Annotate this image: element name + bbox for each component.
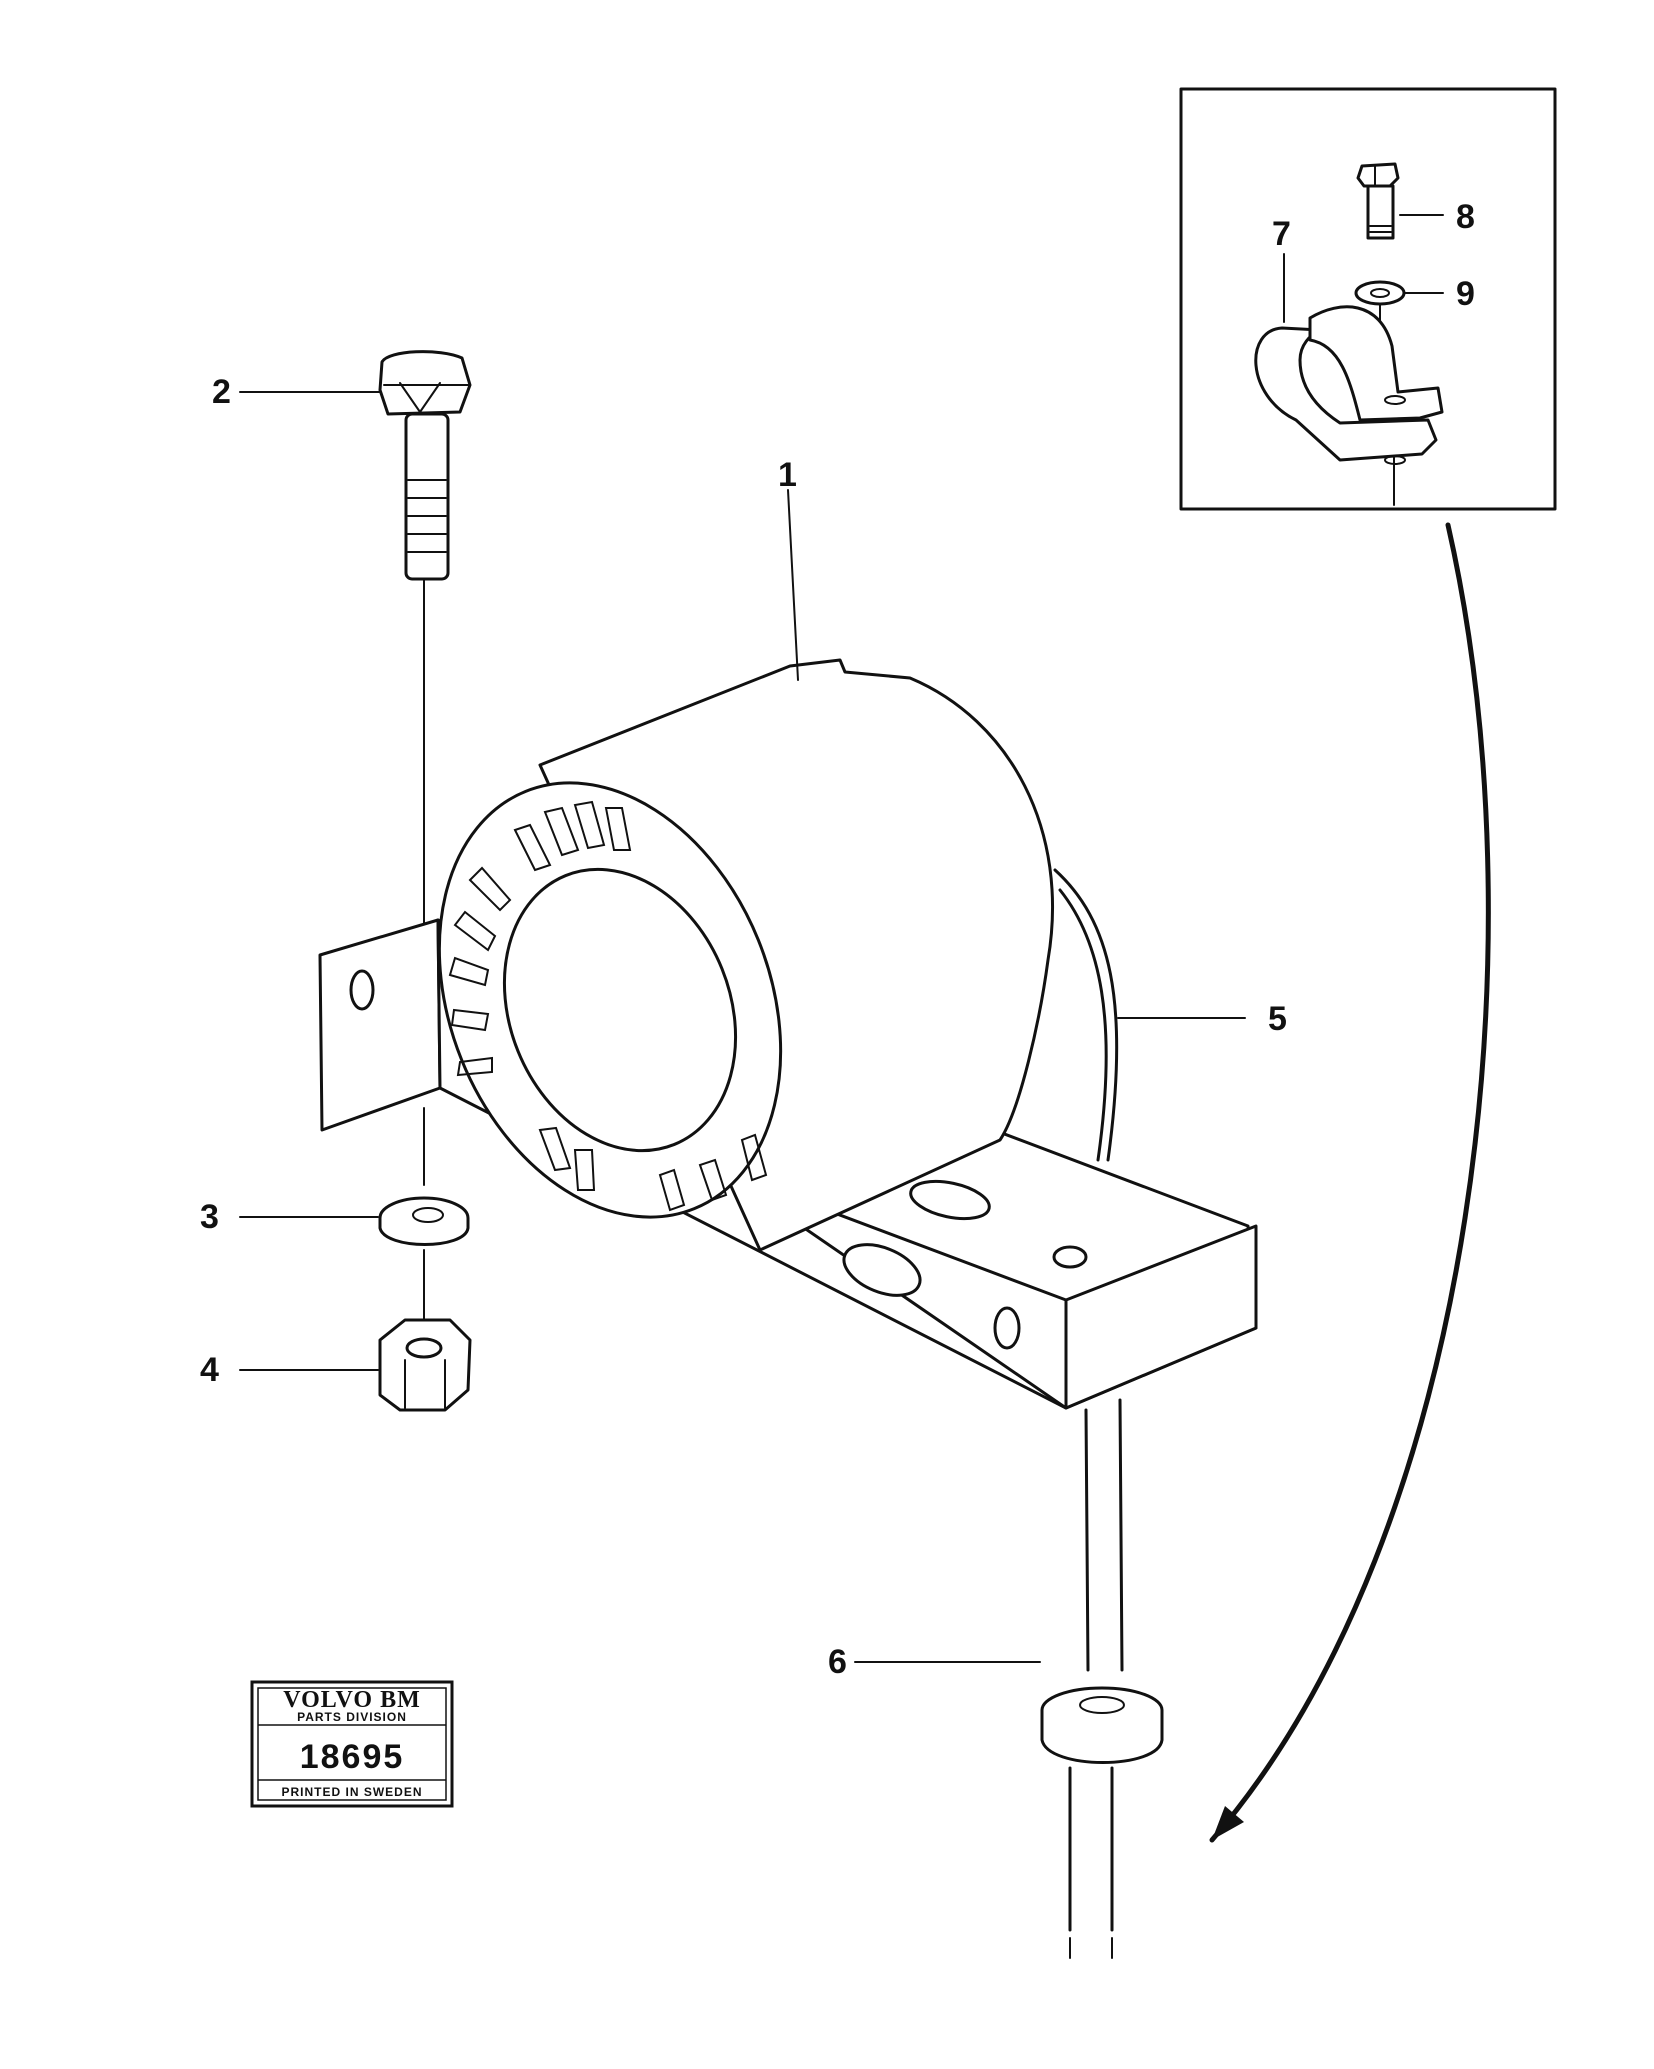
detail-inset bbox=[1179, 87, 1557, 511]
washer-part-3 bbox=[378, 1107, 470, 1331]
callout-4: 4 bbox=[200, 1351, 219, 1389]
callout-8: 8 bbox=[1456, 198, 1475, 236]
callout-leaders bbox=[239, 391, 1246, 1663]
small-bolt-part-8 bbox=[1356, 162, 1400, 240]
callout-7: 7 bbox=[1272, 215, 1291, 253]
nut-part-4 bbox=[378, 1318, 472, 1412]
callout-3: 3 bbox=[200, 1198, 219, 1236]
callout-1: 1 bbox=[778, 456, 797, 494]
callout-9: 9 bbox=[1456, 275, 1475, 313]
small-washer-part-9 bbox=[1354, 280, 1406, 306]
vent-slots bbox=[448, 800, 768, 1212]
detail-reference-arrow bbox=[1209, 522, 1491, 1843]
callout-2: 2 bbox=[212, 373, 231, 411]
callout-labels: 1 2 3 4 5 6 7 8 9 bbox=[200, 198, 1475, 1681]
alarm-body-part-1 bbox=[318, 658, 1258, 1410]
stamp-footer: PRINTED IN SWEDEN bbox=[281, 1785, 422, 1799]
stamp-number: 18695 bbox=[300, 1738, 405, 1776]
stamp-brand: VOLVO BM bbox=[283, 1687, 421, 1713]
parts-division-stamp: VOLVO BM PARTS DIVISION 18695 PRINTED IN… bbox=[250, 1680, 454, 1808]
callout-5: 5 bbox=[1268, 1000, 1287, 1038]
grommet-part-6 bbox=[1040, 1398, 1164, 1961]
callout-6: 6 bbox=[828, 1643, 847, 1681]
hose-clamp-part-7 bbox=[1254, 305, 1444, 465]
stamp-division: PARTS DIVISION bbox=[297, 1710, 407, 1724]
bolt-part-2 bbox=[378, 350, 472, 931]
detail-inset-frame bbox=[1179, 87, 1557, 511]
